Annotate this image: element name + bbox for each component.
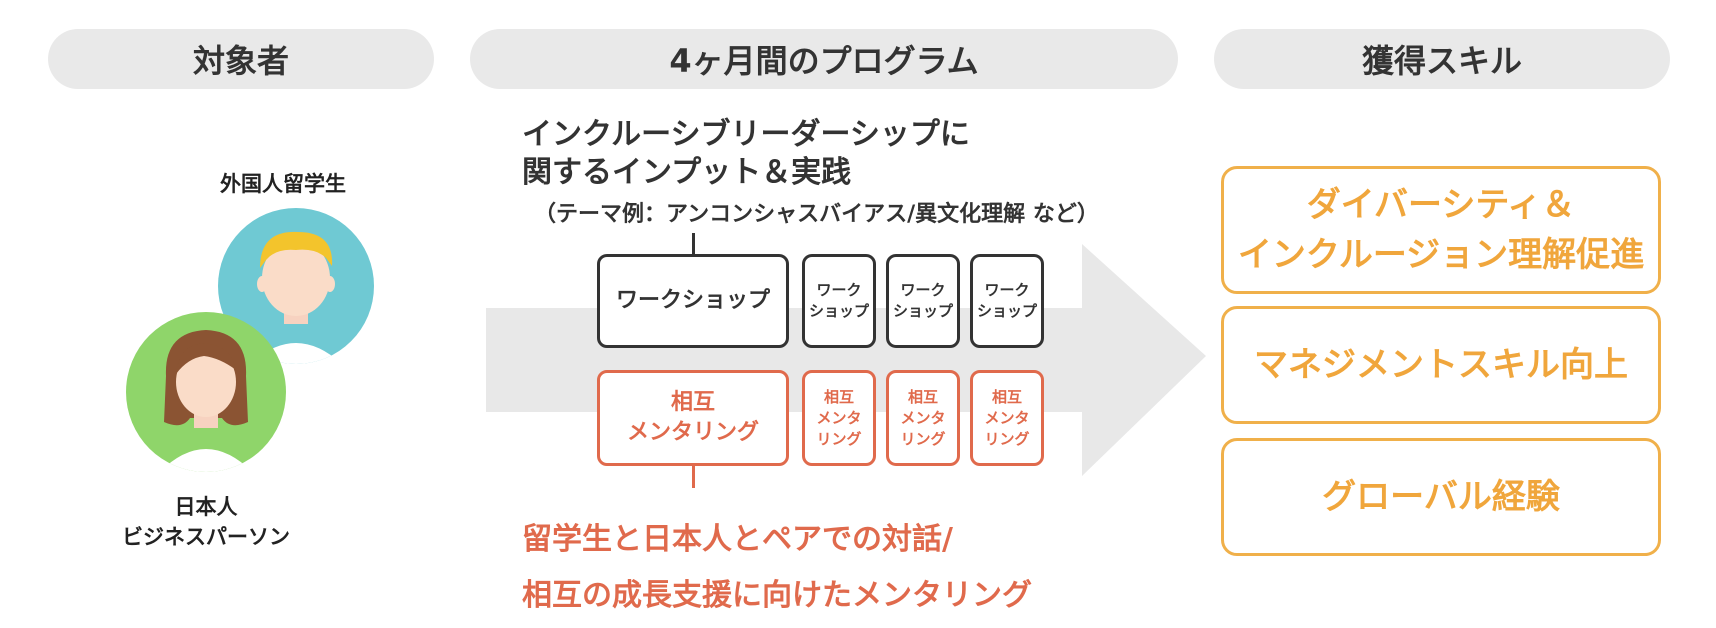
skill-management: マネジメントスキル向上 (1221, 306, 1661, 424)
dialog-line2: 相互の成長支援に向けたメンタリング (522, 568, 1032, 624)
input-title-line1: インクルーシブリーダーシップに (522, 116, 970, 154)
dialog-line1: 留学生と日本人とペアでの対話/ (522, 512, 1032, 568)
mentoring-main-line2: メンタリング (627, 418, 759, 448)
japanese-label-line2: ビジネスパーソン (96, 522, 316, 552)
mentoring-small-line3: リング (816, 429, 861, 450)
skill-diversity-inclusion: ダイバーシティ＆インクルージョン理解促進 (1221, 166, 1661, 294)
workshop-box: ワークショップ (886, 254, 960, 348)
workshop-small-line2: ショップ (977, 301, 1037, 322)
japanese-person-label: 日本人 ビジネスパーソン (96, 492, 316, 552)
input-title: インクルーシブリーダーシップに 関するインプット＆実践 (522, 116, 970, 192)
japanese-label-line1: 日本人 (96, 492, 316, 522)
mentoring-small-line2: メンタ (900, 408, 945, 429)
mentoring-small-line3: リング (900, 429, 945, 450)
header-target: 対象者 (48, 29, 434, 89)
input-example: （テーマ例：アンコンシャスバイアス/異文化理解 など） (534, 196, 1099, 228)
header-skills: 獲得スキル (1214, 29, 1670, 89)
input-title-line2: 関するインプット＆実践 (522, 154, 970, 192)
mentoring-box: 相互メンタリング (886, 370, 960, 466)
mentoring-connector (692, 466, 695, 488)
header-program: 4ヶ月間のプログラム (470, 29, 1178, 89)
mentoring-main-line1: 相互 (627, 388, 759, 418)
foreign-student-label: 外国人留学生 (220, 168, 400, 198)
workshop-small-line1: ワーク (809, 280, 869, 301)
workshop-small-line2: ショップ (809, 301, 869, 322)
mentoring-box: 相互メンタリング (970, 370, 1044, 466)
mentoring-small-line2: メンタ (984, 408, 1029, 429)
workshop-box: ワークショップ (970, 254, 1044, 348)
workshop-connector (692, 233, 695, 255)
workshop-small-line1: ワーク (977, 280, 1037, 301)
skill-global-experience: グローバル経験 (1221, 438, 1661, 556)
mentoring-small-line1: 相互 (816, 387, 861, 408)
workshop-box: ワークショップ (802, 254, 876, 348)
skill1-line1: ダイバーシティ＆ (1238, 180, 1644, 230)
mentoring-small-line3: リング (984, 429, 1029, 450)
workshop-small-line1: ワーク (893, 280, 953, 301)
workshop-main-label: ワークショップ (616, 286, 770, 316)
mentoring-box-main: 相互メンタリング (597, 370, 789, 466)
dialog-text: 留学生と日本人とペアでの対話/ 相互の成長支援に向けたメンタリング (522, 512, 1032, 624)
mentoring-small-line1: 相互 (984, 387, 1029, 408)
people-illustration (120, 208, 390, 478)
mentoring-box: 相互メンタリング (802, 370, 876, 466)
skill1-line2: インクルージョン理解促進 (1238, 230, 1644, 280)
workshop-small-line2: ショップ (893, 301, 953, 322)
mentoring-small-line1: 相互 (900, 387, 945, 408)
japanese-person-avatar (126, 312, 286, 478)
workshop-box-main: ワークショップ (597, 254, 789, 348)
mentoring-small-line2: メンタ (816, 408, 861, 429)
